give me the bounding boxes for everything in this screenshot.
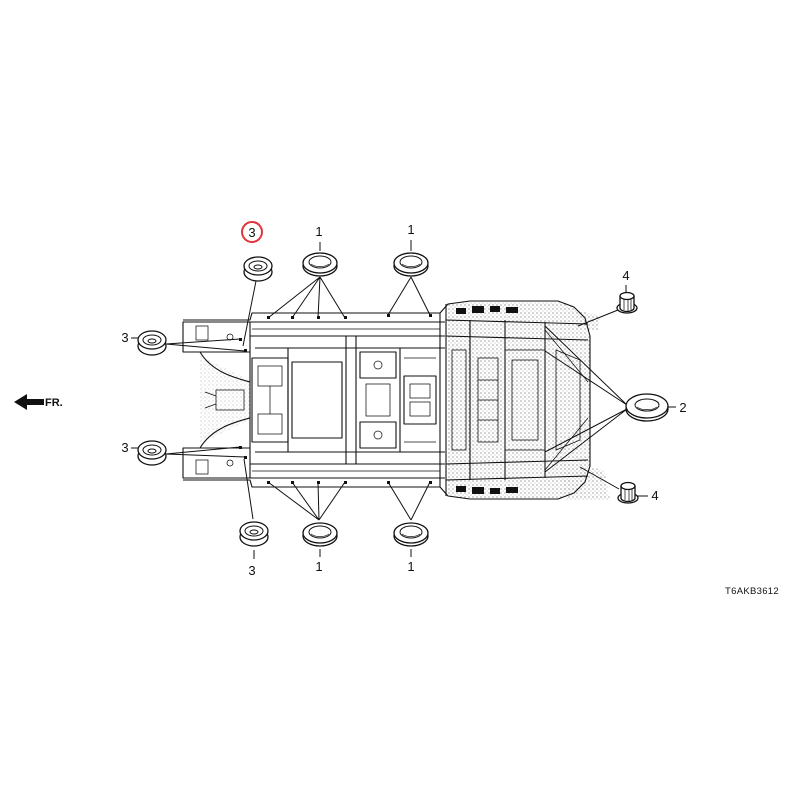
callout-1-bottom-front[interactable]: 1 xyxy=(315,559,322,574)
grommet-1-top-front xyxy=(302,252,338,277)
grommet-2 xyxy=(625,393,669,422)
front-arrow-icon xyxy=(14,394,44,410)
grommet-3-bottom xyxy=(239,521,269,547)
grommet-1-bottom-rear xyxy=(393,522,429,547)
callout-2[interactable]: 2 xyxy=(679,400,686,415)
callout-4-bottom[interactable]: 4 xyxy=(651,488,658,503)
callout-3-top[interactable]: 3 xyxy=(248,225,255,240)
callout-3-bottom[interactable]: 3 xyxy=(248,563,255,578)
selected-callout-ring xyxy=(241,221,263,243)
grommet-3-left-top xyxy=(137,330,167,356)
grommet-1-bottom-front xyxy=(302,522,338,547)
callout-4-top[interactable]: 4 xyxy=(622,268,629,283)
grommet-3-top xyxy=(243,256,273,282)
leader-lines xyxy=(131,240,676,559)
vehicle-underbody xyxy=(182,300,610,500)
callout-1-top-rear[interactable]: 1 xyxy=(407,222,414,237)
drawing-code: T6AKB3612 xyxy=(725,586,779,597)
callout-3-left-bottom[interactable]: 3 xyxy=(121,440,128,455)
grommet-1-top-rear xyxy=(393,252,429,277)
callout-1-top-front[interactable]: 1 xyxy=(315,224,322,239)
grommet-3-left-bottom xyxy=(137,440,167,466)
front-label: FR. xyxy=(45,397,63,409)
grommet-4-bottom xyxy=(617,481,639,504)
grommet-4-top xyxy=(616,291,638,314)
callout-3-left-top[interactable]: 3 xyxy=(121,330,128,345)
front-direction-indicator: FR. xyxy=(14,394,63,410)
callout-1-bottom-rear[interactable]: 1 xyxy=(407,559,414,574)
